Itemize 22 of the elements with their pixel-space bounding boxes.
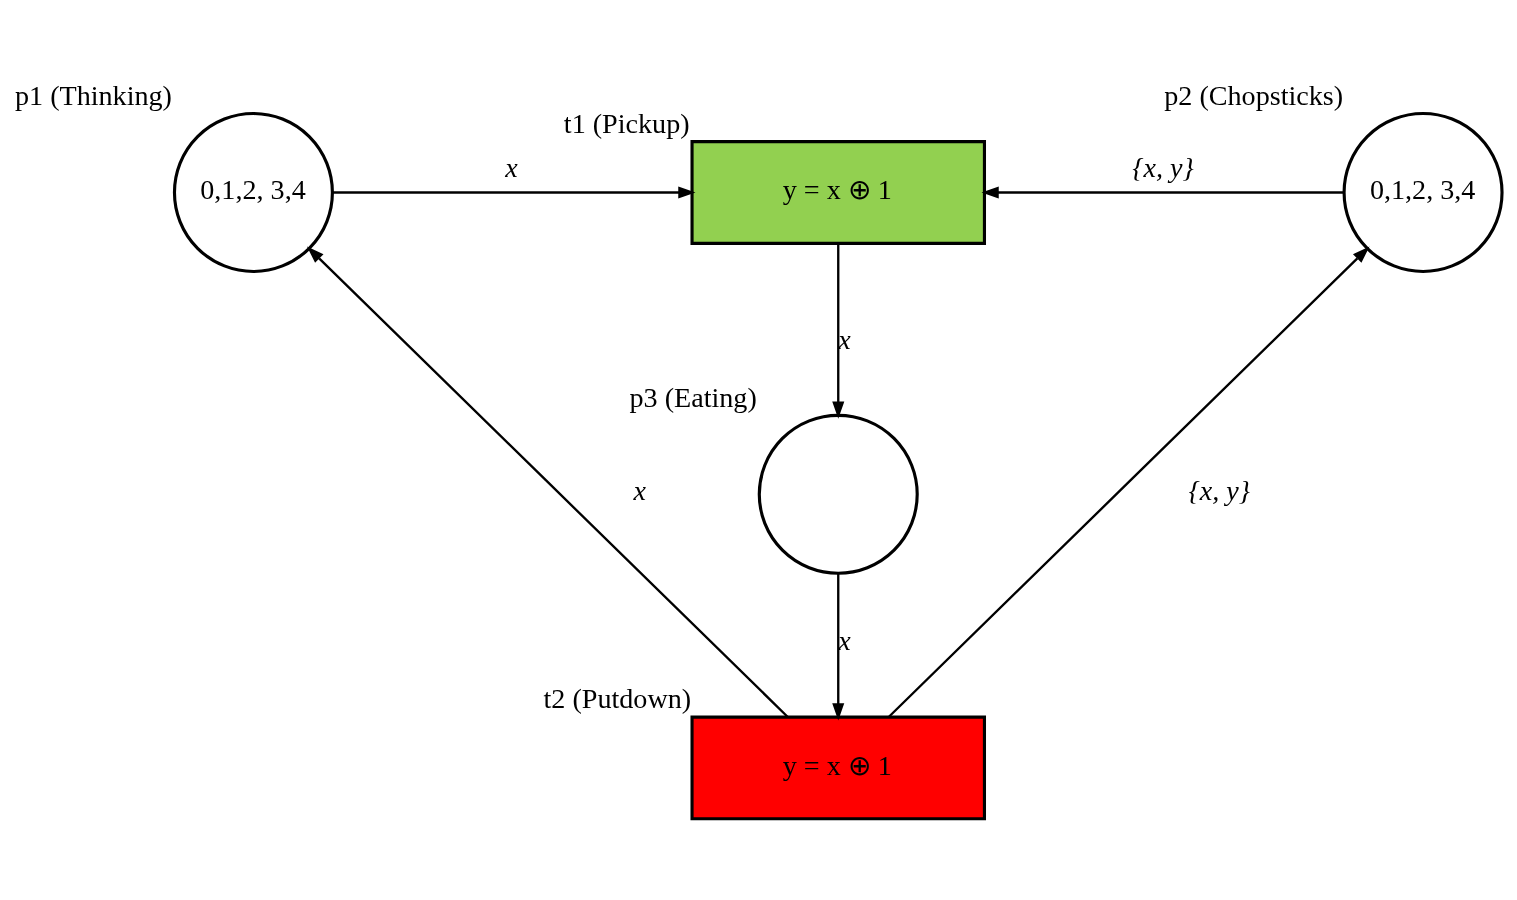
node-circle bbox=[757, 413, 919, 575]
node-label: t1 (Pickup) bbox=[563, 107, 690, 139]
arrow bbox=[832, 242, 845, 419]
node-circle: 0,1,2, 3,4 bbox=[172, 111, 334, 273]
arrow bbox=[306, 245, 789, 718]
node-label: t2 (Putdown) bbox=[543, 682, 692, 714]
node-box: y = x ⊕ 1 bbox=[690, 715, 986, 820]
edge-label: {x, y} bbox=[1188, 474, 1251, 506]
node-box: y = x ⊕ 1 bbox=[690, 139, 986, 245]
edge-label: x bbox=[838, 323, 851, 355]
arrow bbox=[332, 185, 696, 199]
edge-label: x bbox=[505, 151, 518, 183]
node-label: p2 (Chopsticks) bbox=[1164, 79, 1344, 111]
arrow bbox=[832, 572, 845, 721]
node-circle: 0,1,2, 3,4 bbox=[1342, 111, 1504, 273]
node-label: p3 (Eating) bbox=[629, 381, 757, 413]
edge-label: x bbox=[838, 624, 851, 656]
node-label: p1 (Thinking) bbox=[14, 79, 172, 111]
arrow bbox=[887, 245, 1370, 718]
arrow bbox=[981, 185, 1345, 199]
edge-label: {x, y} bbox=[1132, 151, 1194, 183]
edge-label: x bbox=[633, 474, 646, 506]
